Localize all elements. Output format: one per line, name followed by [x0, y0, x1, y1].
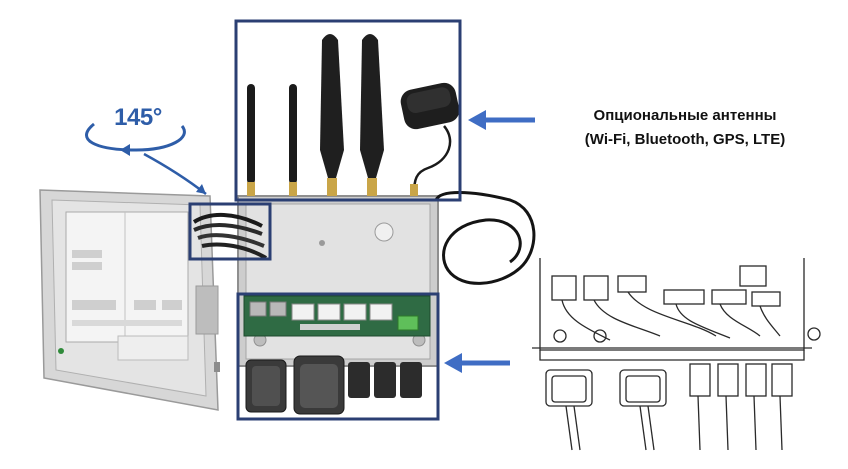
enclosure-body: [237, 195, 439, 367]
caption-line-2: (Wi-Fi, Bluetooth, GPS, LTE): [584, 131, 786, 148]
internal-cables: [192, 212, 268, 260]
antennas: [247, 34, 536, 285]
caption-line-1: Опциональные антенны: [593, 107, 777, 124]
rotation-arrow-icon: [85, 122, 207, 195]
arrow-left-icon: [444, 353, 510, 373]
antennas-highlight-frame: [234, 19, 462, 202]
rotation-angle-label: 145°: [114, 104, 162, 131]
antenna-caption: Опциональные антенны (Wi-Fi, Bluetooth, …: [540, 104, 830, 152]
arrow-left-icon: [468, 110, 535, 130]
cable-entry-highlight-frame: [188, 202, 272, 261]
cable-glands: [245, 355, 422, 415]
board-highlight-frame: [236, 292, 440, 421]
enclosure-door: [39, 189, 220, 411]
wiring-diagram: [532, 258, 821, 451]
pcb-board: [243, 295, 431, 337]
